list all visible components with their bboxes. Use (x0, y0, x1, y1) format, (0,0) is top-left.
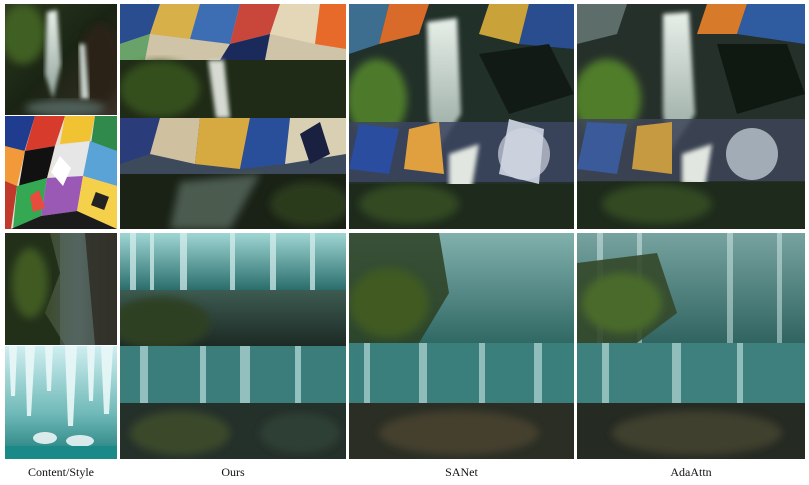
caption-sanet: SANet (445, 465, 478, 479)
style-ice-cave-image (5, 346, 117, 459)
style-abstract-image (5, 116, 117, 229)
ours-bottom-result-image (120, 233, 346, 459)
content-cliff-image (5, 233, 117, 345)
sanet-bottom-result-image (349, 233, 574, 459)
sanet-top-result-image (349, 4, 574, 229)
caption-ours: Ours (221, 465, 245, 479)
adaattn-bottom-result-image (577, 233, 805, 459)
content-waterfall-image (5, 4, 117, 115)
caption-content-style: Content/Style (28, 465, 94, 479)
adaattn-top-result-image (577, 4, 805, 229)
caption-adaattn: AdaAttn (670, 465, 712, 479)
ours-top-result-image (120, 4, 346, 229)
